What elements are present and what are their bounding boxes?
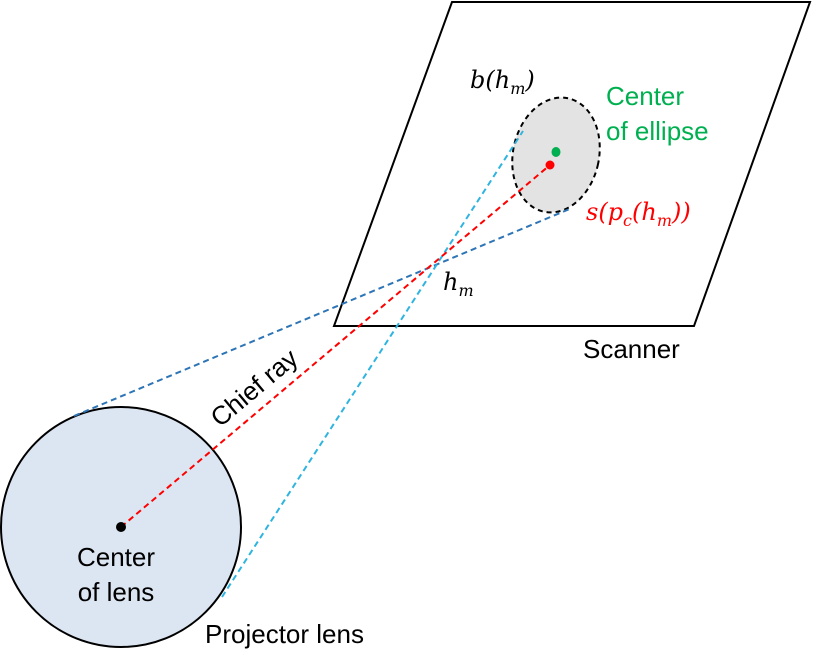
label-chief-ray: Chief ray [205, 343, 304, 433]
label-hm: hm [443, 268, 474, 300]
label-center-of-lens-1: Center [77, 542, 155, 572]
label-scanner: Scanner [583, 334, 680, 364]
label-s-pc-hm-sub-m: m [657, 211, 672, 230]
label-hm-sub: m [458, 281, 473, 300]
label-s-pc-hm-p1: s(p [586, 198, 623, 226]
label-s-pc-hm-p2: (h [632, 198, 657, 226]
label-b-hm-sub: m [510, 79, 525, 98]
chief-ray-end-dot [545, 160, 555, 170]
label-b-hm-close: ) [524, 66, 534, 94]
label-center-of-ellipse-1: Center [606, 81, 684, 111]
label-center-of-ellipse-2: of ellipse [606, 116, 709, 146]
center-of-lens-dot [116, 522, 126, 532]
label-center-of-lens-2: of lens [78, 577, 155, 607]
label-s-pc-hm-sub-c: c [623, 211, 632, 230]
center-of-ellipse-dot [551, 147, 561, 157]
label-projector-lens: Projector lens [205, 619, 364, 649]
label-hm-base: h [443, 268, 458, 296]
label-b-hm: b(hm) [470, 66, 535, 98]
label-b-hm-base: b(h [470, 66, 510, 94]
label-s-pc-hm-p3: )) [671, 198, 691, 226]
marginal-ray-lower [221, 130, 524, 598]
chief-ray-line [120, 164, 551, 528]
label-s-pc-hm: s(pc(hm)) [586, 198, 691, 230]
